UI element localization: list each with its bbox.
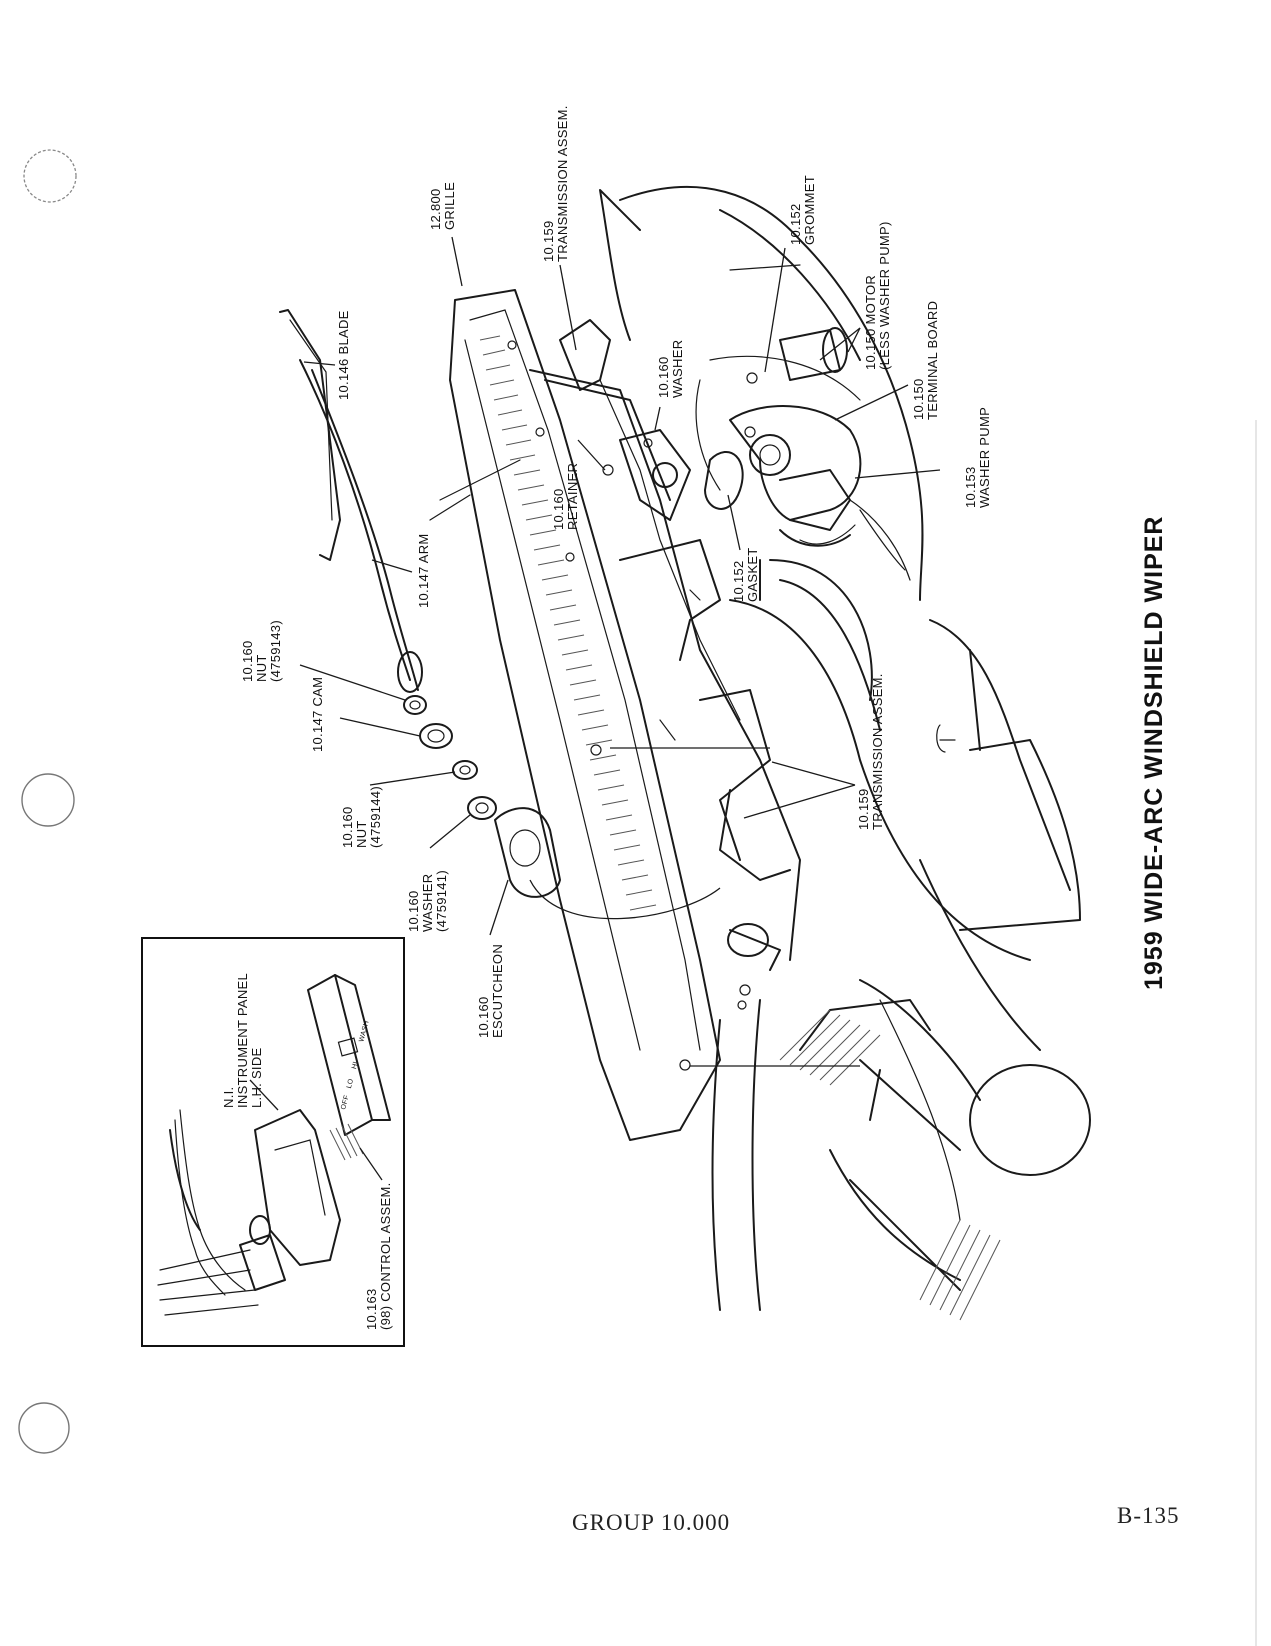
page-title: 1959 WIDE-ARC WINDSHIELD WIPER (1140, 516, 1168, 990)
page-title-group: 1959 WIDE-ARC WINDSHIELD WIPER (1140, 516, 1168, 990)
label-transmission-lower: 10.159 TRANSMISSION ASSEM. (856, 673, 885, 830)
body-outline (599, 186, 1091, 1321)
label-nut-144: 10.160 NUT (4759144) (340, 786, 383, 848)
motor-assembly (695, 327, 911, 581)
grille-panel (449, 289, 721, 1141)
label-grille-number: 12.800 (428, 188, 443, 230)
label-transmission-lower-name: TRANSMISSION ASSEM. (870, 673, 885, 830)
label-washer-141-number: 10.160 (406, 890, 421, 932)
label-motor: 10.150 MOTOR (LESS WASHER PUMP) (863, 221, 892, 370)
callout-labels: 12.800 GRILLE 10.159 TRANSMISSION ASSEM.… (221, 105, 992, 1330)
label-retainer-name: RETAINER (565, 463, 580, 530)
binder-holes (18, 149, 77, 1454)
label-motor-number: 10.150 MOTOR (863, 275, 878, 370)
label-control-assem-number: 10.163 (364, 1288, 379, 1330)
label-instrument-panel: N.I. INSTRUMENT PANEL L.H. SIDE (221, 973, 264, 1108)
label-transmission-top-number: 10.159 (541, 220, 556, 262)
label-cam-text: 10.147 CAM (310, 677, 325, 752)
label-nut-143-number: 10.160 (240, 640, 255, 682)
label-washer-upper-number: 10.160 (656, 356, 671, 398)
label-nut-144-name: NUT (354, 820, 369, 848)
label-transmission-top-name: TRANSMISSION ASSEM. (555, 105, 570, 262)
label-grommet: 10.152 GROMMET (788, 175, 817, 245)
label-washer-upper: 10.160 WASHER (656, 340, 685, 398)
label-gasket: 10.152 GASKET (731, 547, 760, 602)
label-control-assem-name: (98) CONTROL ASSEM. (378, 1182, 393, 1330)
wiper-blade-arm (279, 309, 521, 693)
label-blade: 10.146 BLADE (336, 310, 351, 400)
label-escutcheon-number: 10.160 (476, 996, 491, 1038)
transmission-linkage (529, 319, 801, 1010)
switch-lo-label: LO (346, 1078, 355, 1090)
label-gasket-name: GASKET (745, 547, 760, 602)
label-washer-upper-name: WASHER (670, 340, 685, 398)
label-grommet-number: 10.152 (788, 203, 803, 245)
label-washer-pump-name: WASHER PUMP (977, 407, 992, 508)
label-nut-143: 10.160 NUT (4759143) (240, 620, 283, 682)
label-arm: 10.147 ARM (416, 533, 431, 608)
binder-hole-bottom (18, 1402, 70, 1454)
label-terminal-board-number: 10.150 (911, 378, 926, 420)
label-instrument-panel-name: INSTRUMENT PANEL (235, 973, 250, 1108)
label-blade-text: 10.146 BLADE (336, 310, 351, 400)
inset-frame (141, 937, 405, 1347)
group-footer: GROUP 10.000 (572, 1510, 731, 1535)
page-number: B-135 (1117, 1503, 1180, 1528)
switch-hi-label: HI (351, 1061, 360, 1070)
label-terminal-board-name: TERMINAL BOARD (925, 301, 940, 420)
label-transmission-top: 10.159 TRANSMISSION ASSEM. (541, 105, 570, 262)
label-terminal-board: 10.150 TERMINAL BOARD (911, 301, 940, 420)
binder-hole-middle (21, 773, 75, 827)
label-nut-144-partno: (4759144) (368, 786, 383, 848)
label-retainer-number: 10.160 (551, 488, 566, 530)
label-retainer: 10.160 RETAINER (551, 463, 580, 530)
exploded-fasteners (403, 695, 561, 898)
label-escutcheon-name: ESCUTCHEON (490, 944, 505, 1038)
label-gasket-number: 10.152 (731, 560, 746, 602)
label-transmission-lower-number: 10.159 (856, 788, 871, 830)
label-nut-143-partno: (4759143) (268, 620, 283, 682)
label-nut-143-name: NUT (254, 654, 269, 682)
label-nut-144-number: 10.160 (340, 806, 355, 848)
label-washer-141: 10.160 WASHER (4759141) (406, 870, 449, 932)
switch-off-label: OFF (340, 1094, 351, 1110)
label-washer-pump-number: 10.153 (963, 466, 978, 508)
label-escutcheon: 10.160 ESCUTCHEON (476, 944, 505, 1038)
label-instrument-panel-ni: N.I. (221, 1087, 236, 1108)
label-washer-141-name: WASHER (420, 874, 435, 932)
label-motor-note: (LESS WASHER PUMP) (877, 221, 892, 370)
label-washer-141-partno: (4759141) (434, 870, 449, 932)
binder-hole-top (23, 149, 77, 203)
label-washer-pump: 10.153 WASHER PUMP (963, 407, 992, 508)
label-grommet-name: GROMMET (802, 175, 817, 245)
label-arm-text: 10.147 ARM (416, 533, 431, 608)
label-grille-name: GRILLE (442, 182, 457, 230)
label-control-assem: 10.163 (98) CONTROL ASSEM. (364, 1182, 393, 1330)
label-instrument-panel-side: L.H. SIDE (249, 1047, 264, 1108)
callout-leaders (299, 236, 941, 1067)
control-assembly-inset (141, 937, 405, 1347)
label-cam: 10.147 CAM (310, 677, 325, 752)
label-grille: 12.800 GRILLE (428, 182, 457, 230)
